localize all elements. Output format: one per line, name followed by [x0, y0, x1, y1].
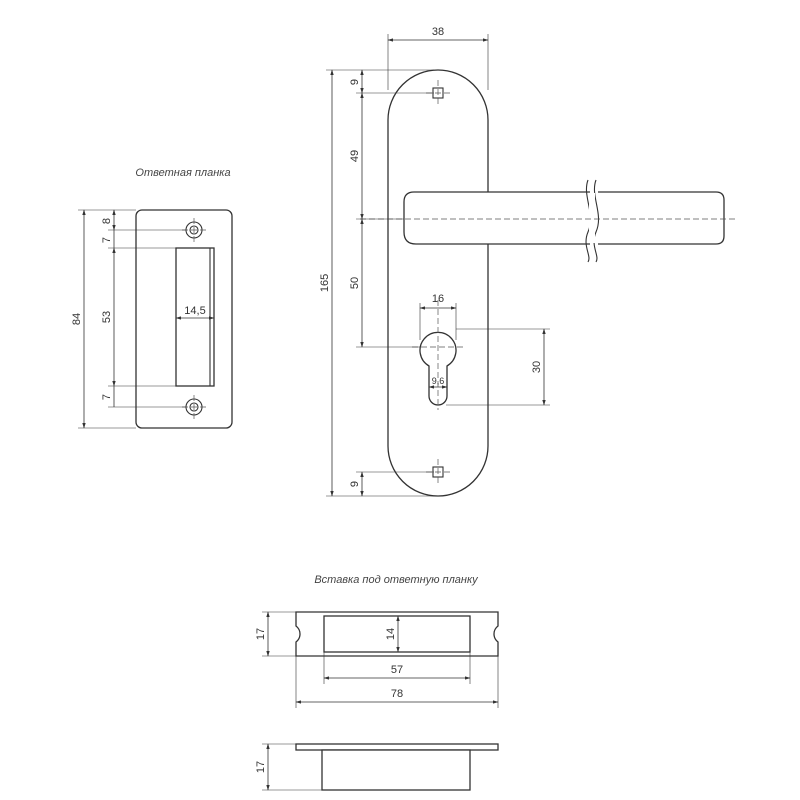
dim-strike-upper-gap: 7 [101, 237, 113, 243]
dim-insert-inner-width: 57 [391, 664, 403, 676]
dim-keyhole-slot: 9,6 [432, 376, 445, 386]
dim-insert-height: 17 [255, 628, 267, 640]
dim-strike-lower-gap: 7 [101, 394, 113, 400]
dim-insert-total-width: 78 [391, 688, 403, 700]
dim-bottom-hole-offset: 9 [349, 481, 361, 487]
strike-insert-side [295, 743, 499, 791]
strike-insert-top [295, 611, 499, 657]
caption-strike-insert: Вставка под ответную планку [314, 574, 479, 586]
insert-dimensions: 17 14 57 78 [255, 611, 499, 708]
strike-top-screw [182, 218, 206, 242]
dim-hole-to-lever: 49 [349, 150, 361, 162]
handle-dimensions: 38 165 9 49 50 9 16 30 9 [319, 26, 550, 497]
insert-side-dimensions: 17 [255, 743, 322, 791]
dim-strike-window-height: 53 [101, 311, 113, 323]
dim-total-height: 165 [319, 274, 331, 292]
dim-keyhole-width: 16 [432, 293, 444, 305]
strike-dimensions: 84 8 7 53 7 14,5 [71, 209, 215, 429]
dim-strike-top-offset: 8 [101, 218, 113, 224]
dim-plate-width: 38 [432, 26, 444, 38]
handle-assembly [360, 69, 736, 497]
dim-keyhole-height: 30 [531, 361, 543, 373]
dim-top-hole-offset: 9 [349, 79, 361, 85]
strike-plate [135, 209, 233, 429]
dim-strike-height: 84 [71, 313, 83, 325]
dim-lever-to-keyhole: 50 [349, 277, 361, 289]
lever [403, 179, 725, 263]
caption-strike-plate: Ответная планка [135, 167, 230, 179]
dim-insert-side-height: 17 [255, 761, 267, 773]
dim-strike-window-width: 14,5 [184, 305, 205, 317]
dim-insert-inner-height: 14 [385, 628, 397, 640]
backplate [387, 69, 489, 497]
